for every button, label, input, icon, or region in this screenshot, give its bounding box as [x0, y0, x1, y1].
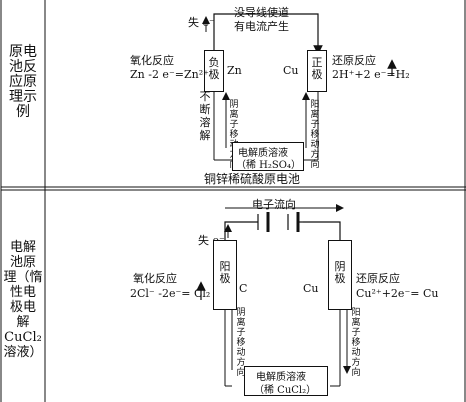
- external-wire: [224, 221, 258, 240]
- electrolyte-solution-box: 电解质溶液 （稀 CuCl₂）: [244, 366, 328, 396]
- cathode-electrode: 阴极: [328, 240, 352, 310]
- oxidation-equation: Zn -2 e⁻=Zn²⁺: [130, 68, 209, 81]
- positive-electrode: 正极: [307, 50, 327, 92]
- diagram-caption: 铜锌稀硫酸原电池: [204, 172, 301, 186]
- anode-electrode: 阳极: [213, 240, 237, 310]
- row-label-galvanic: 原电 池反 应原 理示 例: [9, 44, 37, 120]
- anion-direction-note: 阴离子移动方向: [236, 308, 246, 378]
- reduction-title: 还原反应: [356, 272, 400, 285]
- dissolve-note: 不断溶解: [199, 90, 211, 142]
- reduction-equation: Cu²⁺+2e⁻= Cu: [356, 287, 439, 300]
- negative-electrode: 负极: [204, 50, 224, 92]
- row-label-electrolytic: 电解 池原 理（惰 性电 极电 解 CuCl₂ 溶液）: [3, 240, 43, 360]
- wire-label-line2: 有电流产生: [234, 20, 289, 33]
- external-wire: [213, 13, 323, 55]
- current-direction-label: 电子流向: [252, 198, 296, 211]
- electrolytic-cell-diagram: [196, 204, 351, 387]
- galvanic-cell-diagram: [202, 13, 397, 161]
- carbon-label: C: [239, 282, 248, 295]
- reduction-equation: 2H⁺+2 e⁻=H₂: [332, 68, 410, 81]
- wire-label-line1: 没导线使道: [234, 6, 289, 19]
- oxidation-title: 氧化反应: [130, 54, 174, 67]
- zinc-label: Zn: [227, 64, 242, 77]
- copper-label: Cu: [303, 282, 319, 295]
- copper-label: Cu: [283, 64, 299, 77]
- cation-direction-note: 阳离子移动方向: [310, 100, 320, 170]
- electron-loss-label: 失 e⁻: [188, 16, 215, 29]
- oxidation-equation: 2Cl⁻ -2e⁻= Cl₂: [130, 287, 211, 300]
- electrolyte-solution-box: 电解质溶液 （稀 H₂SO₄）: [232, 142, 304, 171]
- oxidation-title: 氧化反应: [133, 272, 177, 285]
- reduction-title: 还原反应: [332, 54, 376, 67]
- battery-symbol: [257, 212, 303, 232]
- cation-direction-note: 阳离子移动方向: [351, 308, 361, 378]
